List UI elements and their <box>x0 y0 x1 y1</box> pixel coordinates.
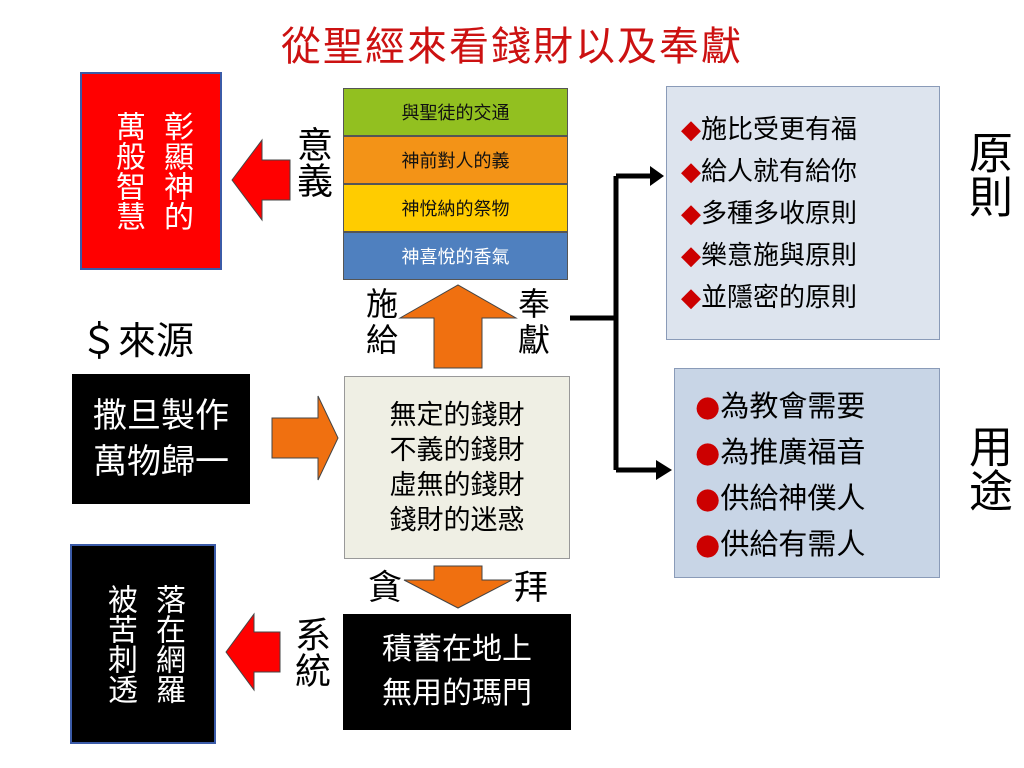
orange-arrow-down-icon <box>403 565 513 609</box>
principle-item: ◆樂意施與原則 <box>681 241 858 271</box>
red-arrow-left-top-icon <box>231 138 291 222</box>
money-line: 虛無的錢財 <box>389 469 525 501</box>
orange-arrow-up-icon <box>398 284 518 369</box>
glorify-box: 彰顯神的 萬般智慧 <box>80 72 222 270</box>
usage-label: 用途 <box>961 424 1012 512</box>
arrowhead-to-principle-icon <box>650 166 664 186</box>
diamond-bullet-icon: ◆ <box>681 199 701 229</box>
principle-item: ◆多種多收原則 <box>681 199 858 229</box>
dot-bullet-icon: ● <box>695 527 721 561</box>
arrowhead-to-usage-icon <box>656 460 672 480</box>
money-line: 不義的錢財 <box>389 434 525 466</box>
thorns-col1: 落在網羅 <box>150 584 185 704</box>
earth-box: 積蓄在地上 無用的瑪門 <box>343 614 571 730</box>
diamond-bullet-icon: ◆ <box>681 157 701 187</box>
satan-box: 撒旦製作 萬物歸一 <box>72 374 250 504</box>
principle-label: 原則 <box>961 130 1012 218</box>
money-line: 無定的錢財 <box>389 399 525 431</box>
page-title: 從聖經來看錢財以及奉獻 <box>281 24 743 70</box>
principle-box: ◆施比受更有福 ◆給人就有給你 ◆多種多收原則 ◆樂意施與原則 ◆並隱密的原則 <box>666 86 940 340</box>
principle-item: ◆給人就有給你 <box>681 157 858 187</box>
usage-item: ●供給神僕人 <box>695 481 866 515</box>
stack-item-righteousness: 神前對人的義 <box>343 136 568 184</box>
principle-item: ◆施比受更有福 <box>681 115 858 145</box>
dot-bullet-icon: ● <box>695 389 721 423</box>
satan-line2: 萬物歸一 <box>93 442 229 482</box>
dot-bullet-icon: ● <box>695 481 721 515</box>
diamond-bullet-icon: ◆ <box>681 115 701 145</box>
money-line: 錢財的迷惑 <box>389 504 525 536</box>
thorns-col2: 被苦刺透 <box>102 584 137 704</box>
money-box: 無定的錢財 不義的錢財 虛無的錢財 錢財的迷惑 <box>344 376 570 559</box>
satan-line1: 撒旦製作 <box>93 396 229 436</box>
glorify-col1: 彰顯神的 <box>158 111 193 231</box>
usage-box: ●為教會需要 ●為推廣福音 ●供給神僕人 ●供給有需人 <box>674 368 940 578</box>
stack-item-fragrance: 神喜悅的香氣 <box>343 232 568 280</box>
dot-bullet-icon: ● <box>695 435 721 469</box>
meaning-label: 意義 <box>291 126 332 198</box>
orange-arrow-right-icon <box>271 395 339 481</box>
red-arrow-left-bottom-icon <box>225 612 281 692</box>
diamond-bullet-icon: ◆ <box>681 241 701 271</box>
principle-item: ◆並隱密的原則 <box>681 283 858 313</box>
source-label: ＄來源 <box>80 319 195 363</box>
stack-item-fellowship: 與聖徒的交通 <box>343 88 568 136</box>
greed-label: 貪 <box>368 568 402 608</box>
usage-item: ●為教會需要 <box>695 389 866 423</box>
stack-item-sacrifice: 神悅納的祭物 <box>343 184 568 232</box>
thorns-box: 落在網羅 被苦刺透 <box>70 544 216 744</box>
give-label: 施給 <box>366 285 399 359</box>
earth-line2: 無用的瑪門 <box>382 676 532 711</box>
diamond-bullet-icon: ◆ <box>681 283 701 313</box>
glorify-col2: 萬般智慧 <box>110 111 145 231</box>
worship-label: 拜 <box>514 568 548 608</box>
earth-line1: 積蓄在地上 <box>382 632 532 667</box>
offer-label: 奉獻 <box>518 285 551 359</box>
black-branch-connector <box>570 173 656 473</box>
usage-item: ●為推廣福音 <box>695 435 866 469</box>
usage-item: ●供給有需人 <box>695 527 866 561</box>
system-label: 系統 <box>289 616 330 688</box>
